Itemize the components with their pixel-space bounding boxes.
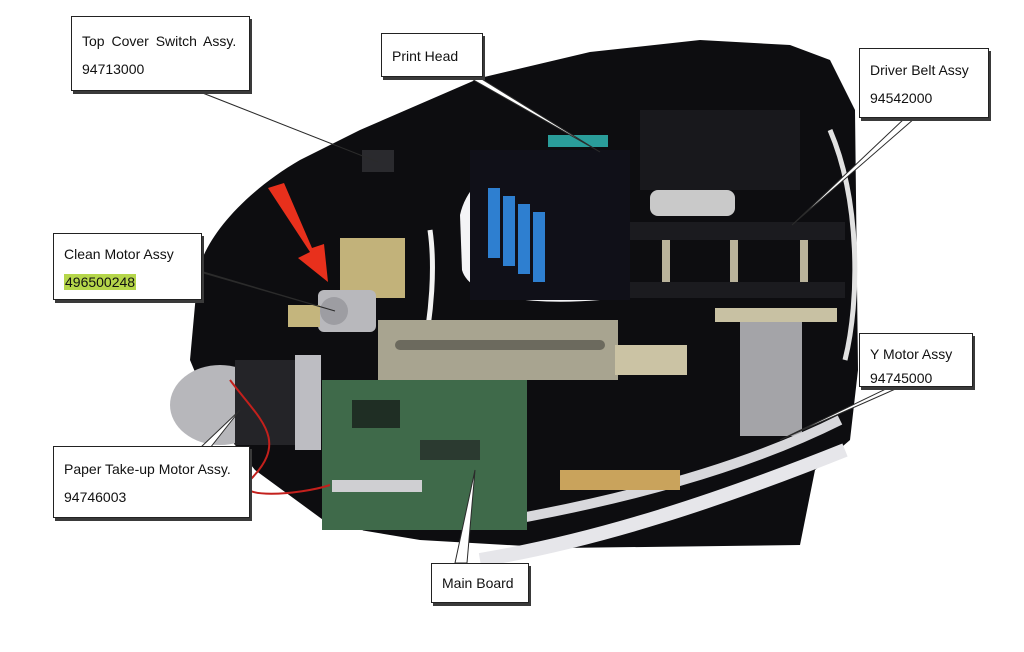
main-board-connector xyxy=(332,480,422,492)
carriage-bracket xyxy=(615,345,687,375)
driver-belt-post xyxy=(800,240,808,282)
top-assembly xyxy=(640,110,800,190)
callout-y-motor: Y Motor Assy 94745000 xyxy=(859,333,973,387)
driver-belt-post xyxy=(730,240,738,282)
callout-driver-belt: Driver Belt Assy 94542000 xyxy=(859,48,989,118)
y-motor-body xyxy=(740,318,802,436)
callout-part-number: 94542000 xyxy=(870,90,933,106)
wire-red xyxy=(229,379,331,495)
callout-print-head: Print Head xyxy=(381,33,483,77)
callout-clean-motor: Clean Motor Assy 496500248 xyxy=(53,233,202,300)
ribbon-cable xyxy=(560,470,680,490)
top-cover-switch xyxy=(362,150,394,172)
callout-name: Print Head xyxy=(392,48,459,64)
print-head-cartridge xyxy=(518,204,530,274)
callout-name: Main Board xyxy=(442,575,514,591)
callout-part-line: 496500248 xyxy=(64,274,191,290)
driver-belt-plate xyxy=(630,282,845,298)
callout-part-number-highlight: 496500248 xyxy=(64,274,137,290)
callout-top-cover-switch: Top Cover Switch Assy. 94713000 xyxy=(71,16,250,91)
leader-y-motor xyxy=(779,386,901,441)
print-head-cartridge xyxy=(533,212,545,282)
driver-belt-plate xyxy=(630,222,845,240)
callout-name: Paper Take-up Motor Assy. xyxy=(64,461,231,477)
print-head-cartridge xyxy=(488,188,500,258)
cable xyxy=(827,129,858,361)
main-board-chip xyxy=(420,440,480,460)
callout-part-number: 94746003 xyxy=(64,489,127,505)
callout-name: Clean Motor Assy xyxy=(64,246,174,262)
pulley xyxy=(650,190,735,216)
red-arrow-icon xyxy=(268,183,328,282)
paper-motor-body xyxy=(235,360,297,445)
callout-paper-takeup-motor: Paper Take-up Motor Assy. 94746003 xyxy=(53,446,250,518)
print-head-cartridge xyxy=(503,196,515,266)
print-head-cable xyxy=(548,135,608,147)
motor-panel xyxy=(295,355,321,450)
callout-name: Top Cover Switch Assy. xyxy=(82,33,237,49)
y-motor-flange xyxy=(715,308,837,322)
callout-name: Y Motor Assy xyxy=(870,346,953,362)
leader-driver-belt xyxy=(791,117,917,226)
driver-belt-post xyxy=(662,240,670,282)
callout-part-number: 94713000 xyxy=(82,61,145,77)
callout-part-number: 94745000 xyxy=(870,370,933,386)
callout-name: Driver Belt Assy xyxy=(870,62,969,78)
callout-main-board: Main Board xyxy=(431,563,529,603)
leader-top-cover xyxy=(189,87,379,163)
clean-motor-mount xyxy=(288,305,320,327)
carriage-slot xyxy=(395,340,605,350)
clean-motor-bracket xyxy=(340,238,405,298)
leader-print-head xyxy=(468,77,601,153)
main-board-chip xyxy=(352,400,400,428)
cable xyxy=(478,443,848,567)
